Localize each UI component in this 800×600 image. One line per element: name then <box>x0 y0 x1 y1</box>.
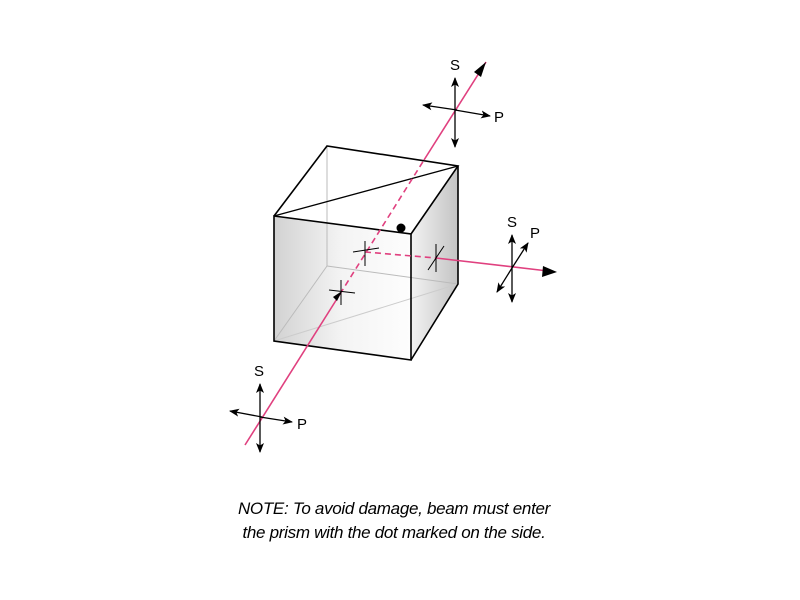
transmitted-beam-arrowhead <box>474 62 486 77</box>
transmitted-s-label: S <box>450 57 460 74</box>
cube-front-face <box>274 216 411 360</box>
cube-side-face <box>411 166 458 360</box>
reflected-beam <box>435 257 549 272</box>
reflected-internal-beam <box>364 251 437 259</box>
transmitted-p-label: P <box>494 109 504 126</box>
note-line-2: the prism with the dot marked on the sid… <box>242 523 546 542</box>
input-beam-arrowhead <box>333 291 342 301</box>
cube-edges <box>273 145 460 361</box>
input-s-label: S <box>254 363 264 380</box>
input-polarization-arrows <box>229 383 293 453</box>
hypotenuse-top-edge <box>273 165 459 217</box>
reflected-s-label: S <box>507 214 517 231</box>
prism-cube <box>273 145 460 361</box>
reflected-polarization-arrows <box>496 234 529 303</box>
input-beam <box>244 293 341 446</box>
internal-beam <box>339 159 425 295</box>
beams <box>244 61 549 446</box>
cube-top-face <box>274 146 458 234</box>
reflected-beam-arrowhead <box>542 266 557 277</box>
note-line-1: NOTE: To avoid damage, beam must enter <box>237 499 551 518</box>
damage-warning-note: NOTE: To avoid damage, beam must enter t… <box>0 497 800 545</box>
hidden-edges <box>273 146 459 342</box>
entrance-dot-marker <box>396 223 406 233</box>
transmitted-polarization-arrows <box>422 77 491 148</box>
input-p-label: P <box>297 416 307 433</box>
reflected-p-label: P <box>530 225 540 242</box>
polarization-marks <box>328 241 445 305</box>
